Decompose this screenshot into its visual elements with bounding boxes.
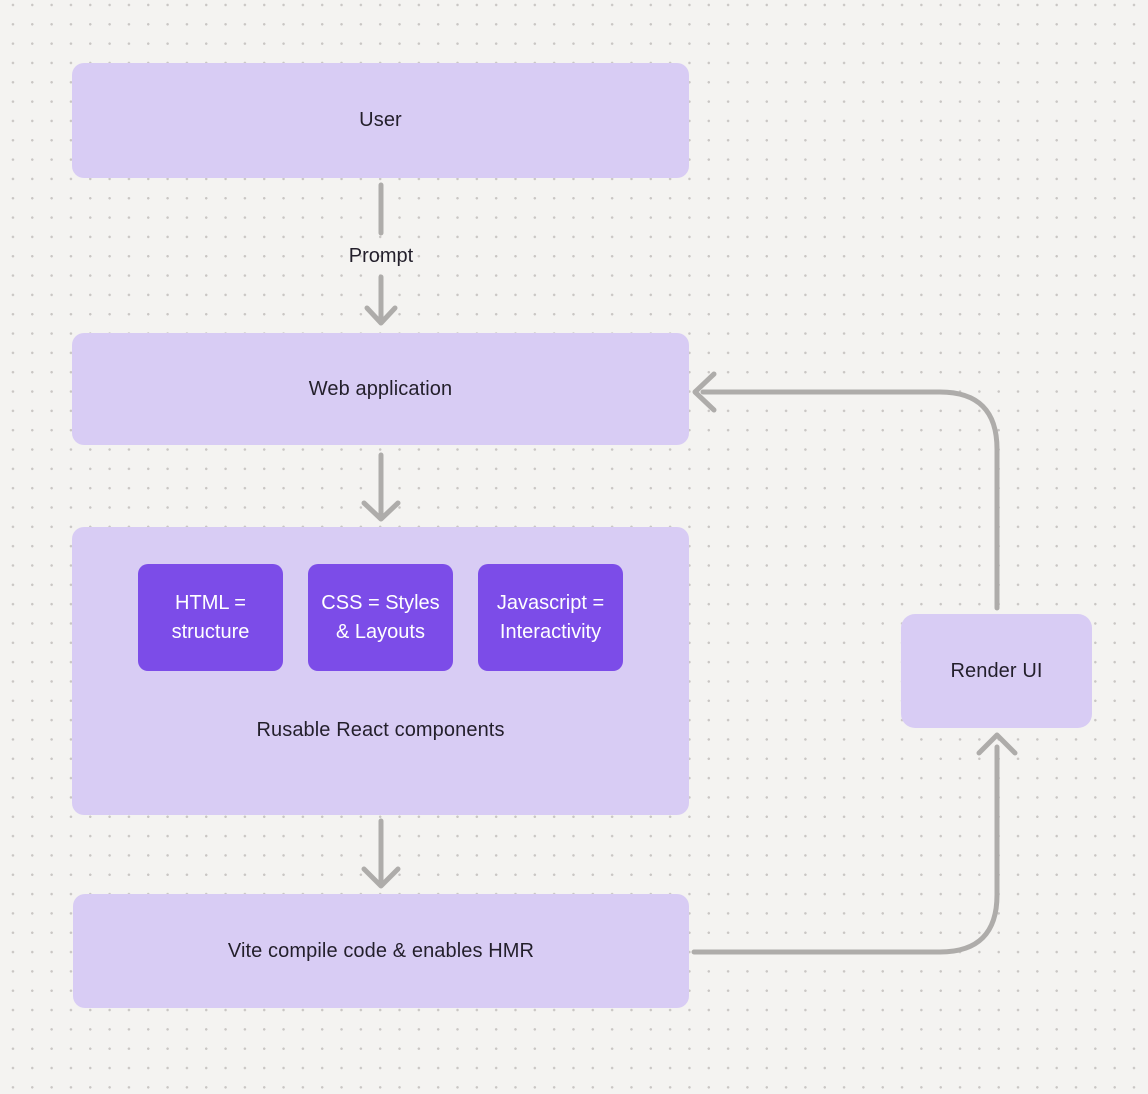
node-javascript-label: Javascript = Interactivity [496, 591, 605, 643]
node-css[interactable]: CSS = Styles & Layouts [308, 564, 453, 671]
node-user-label: User [359, 109, 402, 131]
components-container-note: Rusable React components [256, 719, 505, 741]
arrowhead-down-components-icon [361, 500, 401, 522]
arrowhead-up-render-icon [976, 732, 1018, 756]
node-html[interactable]: HTML = structure [138, 564, 283, 671]
node-html-label: HTML = structure [171, 591, 250, 643]
arrowhead-down-vite-icon [361, 866, 401, 889]
node-vite-label: Vite compile code & enables HMR [227, 939, 535, 962]
node-vite[interactable]: Vite compile code & enables HMR [73, 894, 689, 1008]
connector-vite-to-render [691, 744, 1000, 955]
node-render-ui-label: Render UI [950, 659, 1043, 682]
node-render-ui[interactable]: Render UI [901, 614, 1092, 728]
arrowhead-down-webapp-icon [364, 305, 398, 326]
node-web-application-label: Web application [308, 377, 453, 400]
node-user[interactable]: User [72, 63, 689, 178]
arrowhead-left-webapp-icon [692, 371, 717, 413]
node-web-application[interactable]: Web application [72, 333, 689, 445]
connector-render-to-webapp [700, 389, 1000, 611]
edge-label-prompt: Prompt [348, 245, 414, 267]
node-javascript[interactable]: Javascript = Interactivity [478, 564, 623, 671]
node-css-label: CSS = Styles & Layouts [321, 591, 440, 643]
